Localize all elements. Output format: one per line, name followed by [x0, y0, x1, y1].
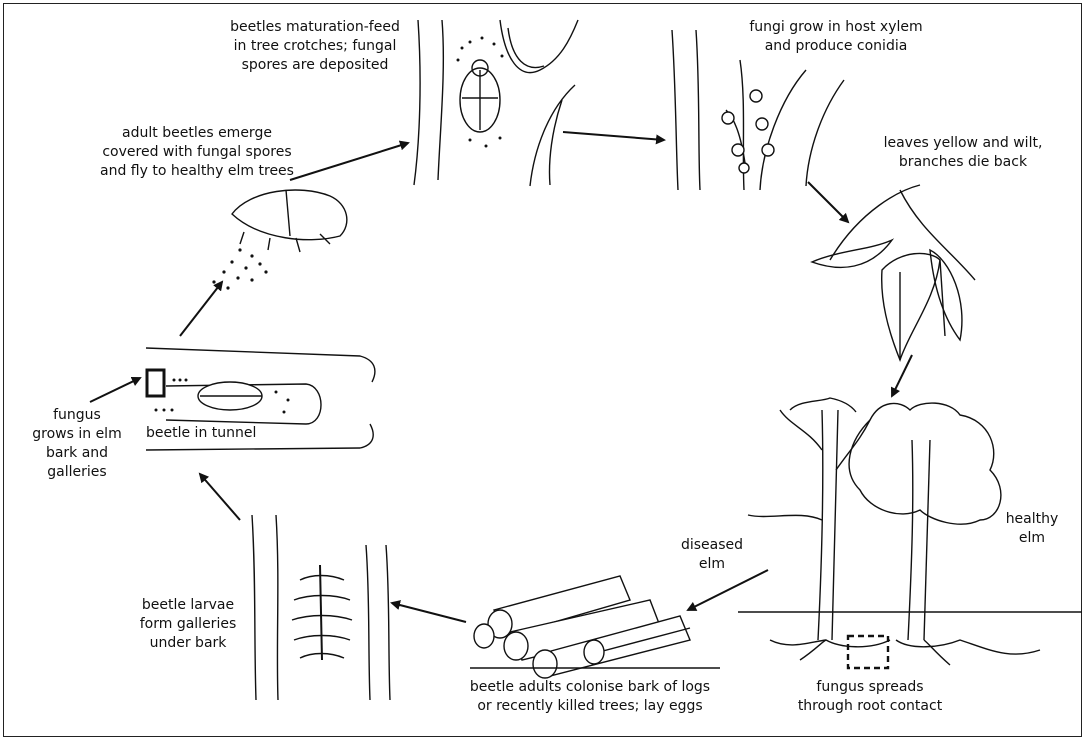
text-line: adult beetles emerge	[122, 125, 272, 141]
crotch-feeding-illustration	[413, 19, 579, 187]
diagram-frame	[3, 3, 1082, 737]
text-line: in tree crotches; fungal	[233, 38, 397, 54]
arrow-diseased-to-logs	[686, 569, 769, 611]
arrow-larvae-to-tunnel	[198, 472, 241, 521]
text-line: elm	[1018, 530, 1046, 546]
text-line: beetle in tunnel	[146, 425, 257, 441]
label-adult-emerge: adult beetles emerge covered with fungal…	[92, 124, 302, 181]
arrow-logs-to-larvae	[390, 600, 467, 623]
arrow-emerge-to-feed	[289, 140, 410, 181]
text-line: healthy	[1005, 511, 1059, 527]
text-line: grows in elm	[32, 426, 122, 442]
label-healthy-elm: healthy elm	[992, 510, 1072, 548]
text-line: form galleries	[139, 616, 237, 632]
elm-trees-illustration	[738, 397, 1082, 670]
label-fungi-grow: fungi grow in host xylem and produce con…	[736, 18, 936, 56]
arrow-feed-to-fungi	[562, 131, 666, 145]
text-line: and fly to healthy elm trees	[100, 163, 294, 179]
label-maturation-feed: beetles maturation-feed in tree crotches…	[215, 18, 415, 75]
label-root-contact: fungus spreads through root contact	[775, 678, 965, 716]
text-line: or recently killed trees; lay eggs	[477, 698, 703, 714]
text-line: elm	[698, 556, 726, 572]
label-beetle-tunnel: beetle in tunnel	[146, 424, 256, 443]
emerging-beetle-illustration	[212, 189, 348, 290]
label-fungus-bark: fungus grows in elm bark and galleries	[22, 406, 132, 482]
arrow-fungus-to-tunnel	[89, 376, 142, 403]
text-line: leaves yellow and wilt,	[883, 135, 1043, 151]
text-line: beetles maturation-feed	[230, 19, 400, 35]
label-leaves-wilt: leaves yellow and wilt, branches die bac…	[868, 134, 1058, 172]
log-pile-illustration	[470, 575, 720, 679]
text-line: beetle larvae	[141, 597, 235, 613]
arrow-tunnel-to-emerge	[179, 280, 224, 337]
text-line: fungus	[53, 407, 101, 423]
arrow-fungi-to-leaves	[807, 181, 850, 224]
label-colonise-logs: beetle adults colonise bark of logs or r…	[440, 678, 740, 716]
text-line: galleries	[47, 464, 107, 480]
text-line: branches die back	[898, 154, 1028, 170]
arrow-leaves-to-trees	[891, 354, 913, 398]
larval-galleries-illustration	[251, 514, 391, 701]
text-line: under bark	[149, 635, 227, 651]
text-line: beetle adults colonise bark of logs	[469, 679, 711, 695]
wilted-leaves-illustration	[810, 184, 976, 363]
label-larvae-galleries: beetle larvae form galleries under bark	[128, 596, 248, 653]
text-line: diseased	[680, 537, 744, 553]
text-line: spores are deposited	[241, 57, 389, 73]
xylem-conidia-illustration	[671, 29, 845, 191]
cycle-arrows	[89, 131, 913, 623]
text-line: fungus spreads	[816, 679, 924, 695]
text-line: and produce conidia	[764, 38, 908, 54]
text-line: bark and	[45, 445, 109, 461]
beetle-tunnel-illustration	[145, 347, 376, 451]
label-diseased-elm: diseased elm	[662, 536, 762, 574]
text-line: through root contact	[797, 698, 943, 714]
text-line: covered with fungal spores	[102, 144, 292, 160]
text-line: fungi grow in host xylem	[749, 19, 923, 35]
